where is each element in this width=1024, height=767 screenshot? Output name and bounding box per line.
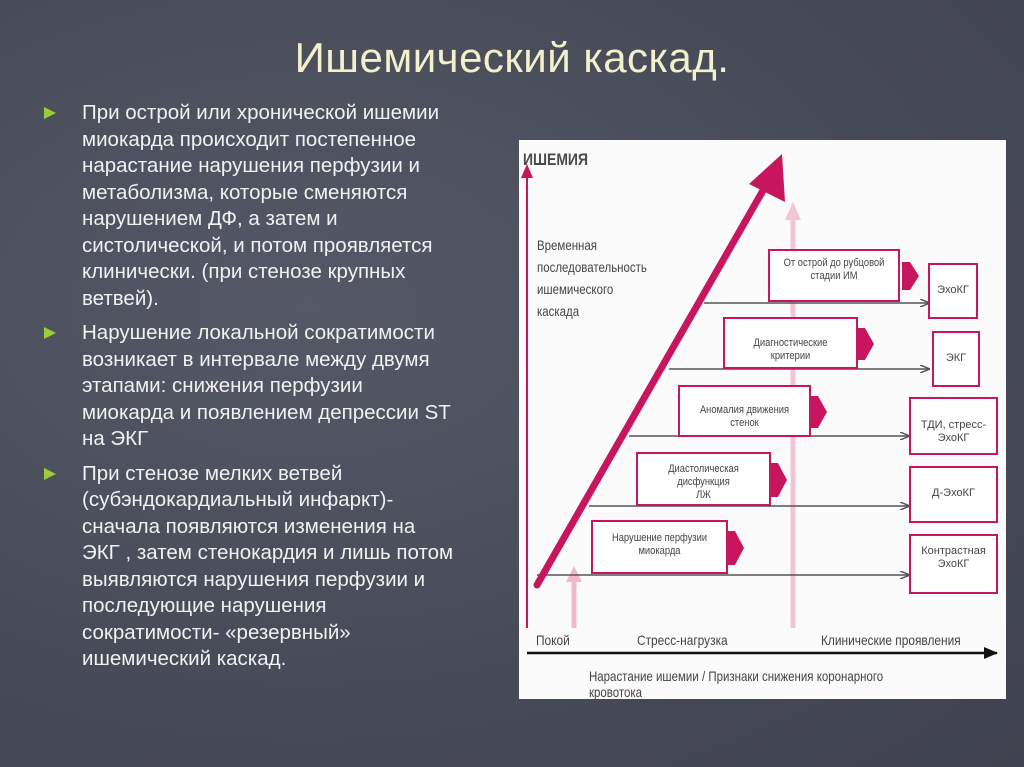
method-box-contrast-echo <box>909 534 998 594</box>
phase-divider-rest-head <box>566 566 582 582</box>
method-label: ЭхоКГ <box>937 284 969 296</box>
stage-box-mi <box>768 249 900 302</box>
method-label: Контрастная ЭхоКГ <box>921 545 986 570</box>
slide-title: Ишемический каскад. <box>294 34 730 81</box>
phase-label-rest: Покой <box>536 632 570 648</box>
phase-label-clinical: Клинические проявления <box>821 632 961 648</box>
stage-label: Аномалия движения стенок <box>699 404 790 429</box>
method-box-d-echo <box>909 466 998 523</box>
stage-label: Нарушение перфузии миокарда <box>611 532 708 557</box>
ischemic-cascade-diagram: ИШЕМИЯ Временная последовательность ишем… <box>519 140 1006 700</box>
stage-box-perfusion <box>591 520 728 574</box>
bullet-text: Нарушение локальной сократимости возника… <box>82 321 451 450</box>
phase-divider-stress-head <box>785 202 801 220</box>
bullet-item: При стенозе мелких ветвей (субэндокардиа… <box>44 461 504 673</box>
stage-arrow-icon <box>902 262 919 290</box>
sequence-label: Временная последовательность ишемическог… <box>537 237 647 319</box>
stage-label: От острой до рубцовой стадии ИМ <box>783 257 885 282</box>
bullet-list: При острой или хронической ишемии миокар… <box>44 100 504 681</box>
bullet-text: При острой или хронической ишемии миокар… <box>82 101 440 310</box>
method-box-tdi <box>909 397 998 455</box>
stage-arrow-icon <box>728 531 744 565</box>
triangle-bullet-icon <box>44 107 56 119</box>
method-label: ЭКГ <box>945 352 967 364</box>
y-axis-arrow-icon <box>521 164 533 178</box>
stage-box-diastolic <box>636 452 771 506</box>
stage-arrow-icon <box>771 463 787 497</box>
cascade-arrow-head-icon <box>749 154 785 202</box>
triangle-bullet-icon <box>44 467 56 480</box>
bullet-item: Нарушение локальной сократимости возника… <box>44 320 504 453</box>
stage-arrow-icon <box>858 328 874 360</box>
diagram-graphics <box>521 154 998 659</box>
bullet-item: При острой или хронической ишемии миокар… <box>44 100 504 312</box>
method-label: ТДИ, стресс-ЭхоКГ <box>920 419 987 444</box>
stage-label: Диагностические критерии <box>753 337 828 362</box>
stage-box-ecg-criteria <box>723 317 858 369</box>
method-label: Д-ЭхоКГ <box>932 487 975 499</box>
method-box-ecg <box>932 331 980 387</box>
y-axis-label: ИШЕМИЯ <box>523 150 588 169</box>
x-axis-label: Нарастание ишемии / Признаки снижения ко… <box>589 668 884 700</box>
stage-arrow-icon <box>811 396 827 428</box>
bullet-text: При стенозе мелких ветвей (субэндокардиа… <box>82 461 454 671</box>
stage-label: Диастолическая дисфункция ЛЖ <box>668 463 739 501</box>
method-box-echo <box>928 263 978 319</box>
triangle-bullet-icon <box>44 327 56 339</box>
stage-box-wall-motion <box>678 385 811 437</box>
cascade-diagonal-arrow <box>533 176 773 589</box>
phase-label-stress: Стресс-нагрузка <box>637 632 728 648</box>
